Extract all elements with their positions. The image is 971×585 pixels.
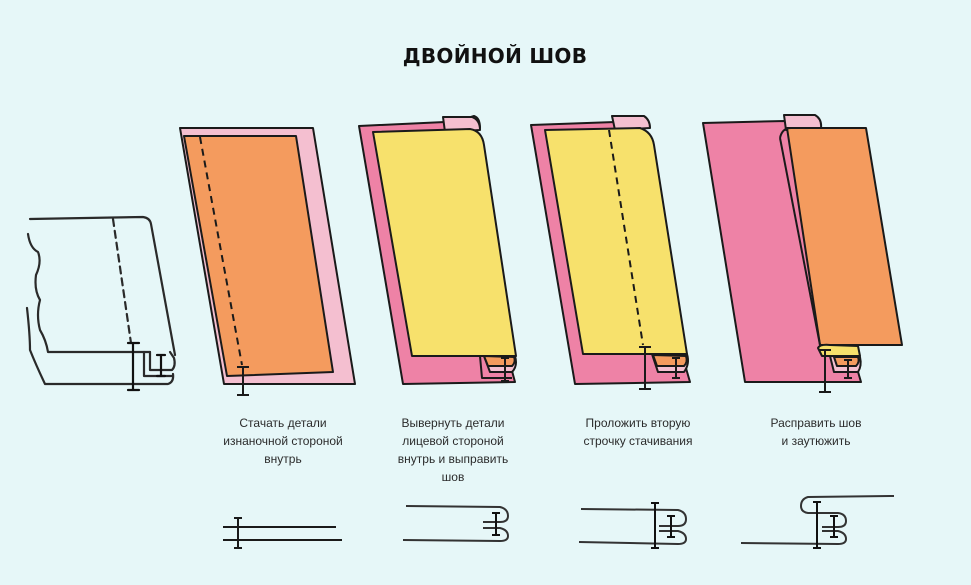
caption-line: внутрь (264, 452, 302, 466)
step4-caption: Расправить шов и заутюжить (733, 414, 899, 450)
caption-line: строчку стачивания (583, 434, 693, 448)
step3-caption: Проложить вторую строчку стачивания (555, 414, 721, 450)
intro-fabric-outline (25, 215, 177, 392)
caption-line: изнаночной стороной (223, 434, 343, 448)
caption-line: Расправить шов (770, 416, 862, 430)
step3-illustration (530, 115, 691, 390)
step2-caption: Вывернуть детали лицевой стороной внутрь… (370, 414, 536, 486)
cross-section-3 (578, 502, 688, 549)
cross-section-2 (402, 505, 510, 543)
caption-line: Проложить вторую (585, 416, 691, 430)
caption-line: и заутюжить (781, 434, 851, 448)
cross-section-1 (223, 517, 342, 549)
caption-line: лицевой стороной (402, 434, 504, 448)
caption-line: шов (441, 470, 465, 484)
diagram-title: ДВОЙНОЙ ШОВ (402, 44, 588, 68)
step4-illustration (702, 114, 903, 393)
step1-illustration (179, 127, 356, 396)
step2-illustration (358, 115, 517, 385)
step1-caption: Стачать детали изнаночной стороной внутр… (200, 414, 366, 468)
caption-line: Стачать детали (239, 416, 327, 430)
caption-line: Вывернуть детали (401, 416, 505, 430)
cross-section-4 (740, 495, 895, 549)
caption-line: внутрь и выправить (397, 452, 509, 466)
